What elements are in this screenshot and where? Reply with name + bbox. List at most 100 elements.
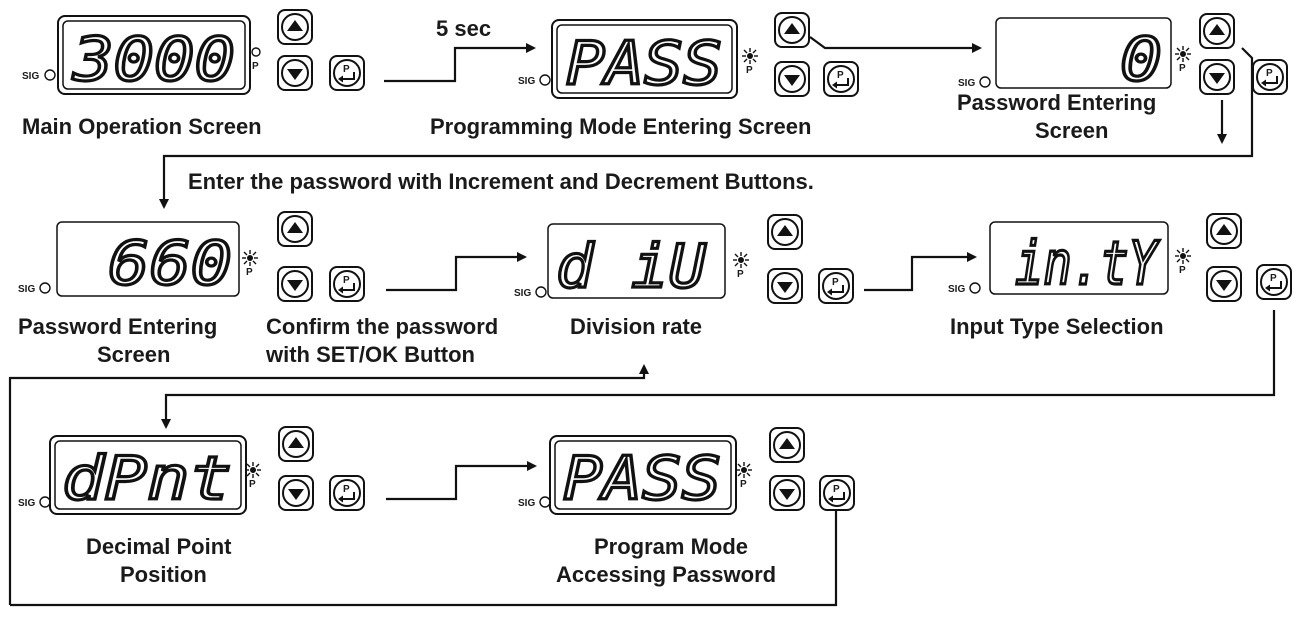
caption-line-1: Password Entering <box>18 314 217 339</box>
connector-660-to-div <box>386 252 527 292</box>
p-led <box>251 47 261 57</box>
panel-division-rate: SIG d iU P P Division rate <box>514 214 854 339</box>
connector-return-to-div <box>8 364 649 605</box>
display-readout: 660 <box>108 229 232 299</box>
p-led-label: P <box>737 269 744 280</box>
up-button[interactable] <box>278 426 314 462</box>
p-led-label: P <box>252 61 259 72</box>
display-readout: 3000 <box>72 25 235 95</box>
connector-wrap-row2 <box>159 47 1254 209</box>
enter-p-label: P <box>343 275 350 286</box>
sig-led <box>539 496 551 508</box>
p-led-lit <box>1174 45 1192 63</box>
display-window <box>554 440 732 510</box>
sig-led <box>39 282 51 294</box>
up-button[interactable] <box>774 12 810 48</box>
connector-main-to-pass <box>384 43 536 83</box>
panel-program-mode-password: SIG PASS P P Program Mode Accessing Pass… <box>518 427 855 587</box>
sig-label: SIG <box>958 78 975 89</box>
p-led-lit <box>241 249 259 267</box>
display-readout: PASS <box>563 444 721 514</box>
down-button[interactable] <box>278 475 314 511</box>
enter-password-note: Enter the password with Increment and De… <box>188 169 814 194</box>
down-button[interactable] <box>769 475 805 511</box>
panel-password-entering-zero: SIG 0 P P Password Entering Screen <box>957 13 1288 143</box>
down-button[interactable] <box>277 55 313 91</box>
panel-main-operation: SIG 3000 P P Main Operation Screen <box>22 9 365 139</box>
caption-line-2: Accessing Password <box>556 562 776 587</box>
display-window <box>62 20 246 90</box>
p-led-label: P <box>249 479 256 490</box>
p-led-lit <box>732 251 750 269</box>
p-led-lit <box>244 461 262 479</box>
display-window <box>989 221 1169 295</box>
up-button[interactable] <box>277 9 313 45</box>
down-button[interactable] <box>767 268 803 304</box>
up-button[interactable] <box>1199 13 1235 49</box>
sig-label: SIG <box>518 76 535 87</box>
sig-led <box>39 496 51 508</box>
connector-inty-wrap-row3 <box>161 310 1276 429</box>
sig-led <box>979 76 991 88</box>
display-window <box>556 24 733 94</box>
down-button[interactable] <box>1199 59 1235 95</box>
display-readout: dPnt <box>62 444 232 514</box>
sig-label: SIG <box>948 284 965 295</box>
panel-decimal-point: SIG dPnt P P Decimal Point Position <box>18 426 365 587</box>
sig-label: SIG <box>18 284 35 295</box>
up-button[interactable] <box>767 214 803 250</box>
down-button[interactable] <box>774 61 810 97</box>
up-button[interactable] <box>769 427 805 463</box>
display-window <box>56 221 240 297</box>
up-button[interactable] <box>1206 213 1242 249</box>
panel-password-entering-660: SIG 660 P P Password Entering Screen <box>18 211 365 367</box>
confirm-note-line-1: Confirm the password <box>266 314 498 339</box>
p-led-label: P <box>246 267 253 278</box>
p-led-label: P <box>1179 63 1186 74</box>
sig-led <box>44 69 56 81</box>
enter-p-label: P <box>1266 68 1273 79</box>
display-window <box>995 17 1172 89</box>
caption-line-1: Decimal Point <box>86 534 232 559</box>
connector-pass-to-password <box>809 36 982 53</box>
caption-programming-entering: Programming Mode Entering Screen <box>430 114 811 139</box>
panel-programming-entering: SIG PASS P P Programming Mode Entering S… <box>430 12 859 139</box>
sig-led <box>535 286 547 298</box>
display-readout: in.tY <box>1015 229 1160 299</box>
display-readout: d iU <box>556 232 707 302</box>
enter-p-label: P <box>832 277 839 288</box>
caption-input-type: Input Type Selection <box>950 314 1164 339</box>
enter-p-label: P <box>343 64 350 75</box>
caption-line-2: Screen <box>97 342 170 367</box>
caption-line-2: Position <box>120 562 207 587</box>
flow-connectors <box>8 36 1276 607</box>
caption-main: Main Operation Screen <box>22 114 262 139</box>
caption-division-rate: Division rate <box>570 314 702 339</box>
caption-line-2: Screen <box>1035 118 1108 143</box>
display-window <box>54 440 242 510</box>
panel-input-type: SIG in.tY P P Input Type Selection <box>948 213 1292 339</box>
enter-p-label: P <box>837 70 844 81</box>
p-led-lit <box>741 47 759 65</box>
enter-p-label: P <box>833 484 840 495</box>
enter-p-label: P <box>1270 273 1277 284</box>
connector-dpnt-to-pass <box>386 461 537 501</box>
sig-label: SIG <box>518 498 535 509</box>
up-button[interactable] <box>277 211 313 247</box>
five-sec-note: 5 sec <box>436 16 491 41</box>
display-window <box>547 223 726 299</box>
caption-line-1: Program Mode <box>594 534 748 559</box>
p-led-label: P <box>740 479 747 490</box>
down-button[interactable] <box>1206 266 1242 302</box>
sig-led <box>969 282 981 294</box>
enter-p-label: P <box>343 484 350 495</box>
p-led-lit <box>735 461 753 479</box>
sig-label: SIG <box>22 71 39 82</box>
down-button[interactable] <box>277 266 313 302</box>
p-led-label: P <box>746 65 753 76</box>
connector-div-to-inty <box>864 252 977 292</box>
p-led-lit <box>1174 247 1192 265</box>
display-readout: PASS <box>566 29 722 99</box>
sig-label: SIG <box>18 498 35 509</box>
